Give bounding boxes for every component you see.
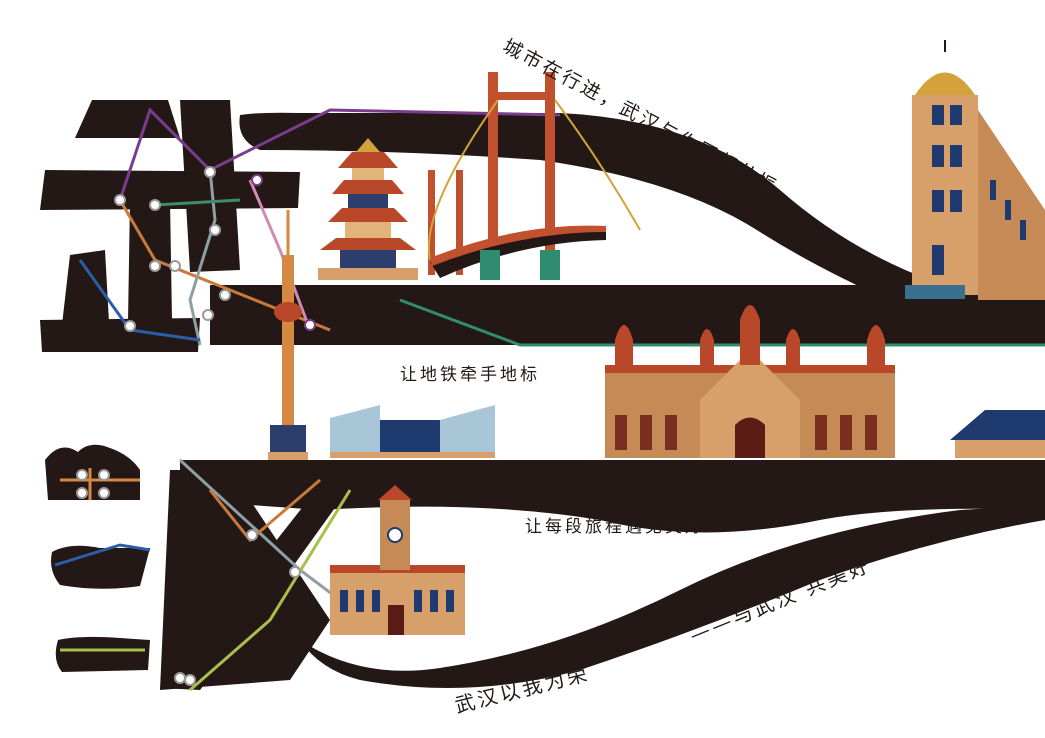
red-brick-church <box>605 305 895 458</box>
blue-roof-pavilion <box>950 410 1045 458</box>
slogan-line-3: 让每段旅程遇见美好 <box>525 517 705 537</box>
domed-corner-building <box>905 40 1045 300</box>
suspension-bridge <box>427 72 641 280</box>
tv-tower <box>268 210 308 460</box>
yellow-crane-tower <box>318 128 418 280</box>
wuhan-calligraphy <box>40 100 1045 690</box>
slogan-line-2: 让地铁牵手地标 <box>400 365 540 385</box>
metro-stations <box>76 166 316 686</box>
clock-tower-building <box>330 485 465 635</box>
modern-hall <box>330 405 495 458</box>
